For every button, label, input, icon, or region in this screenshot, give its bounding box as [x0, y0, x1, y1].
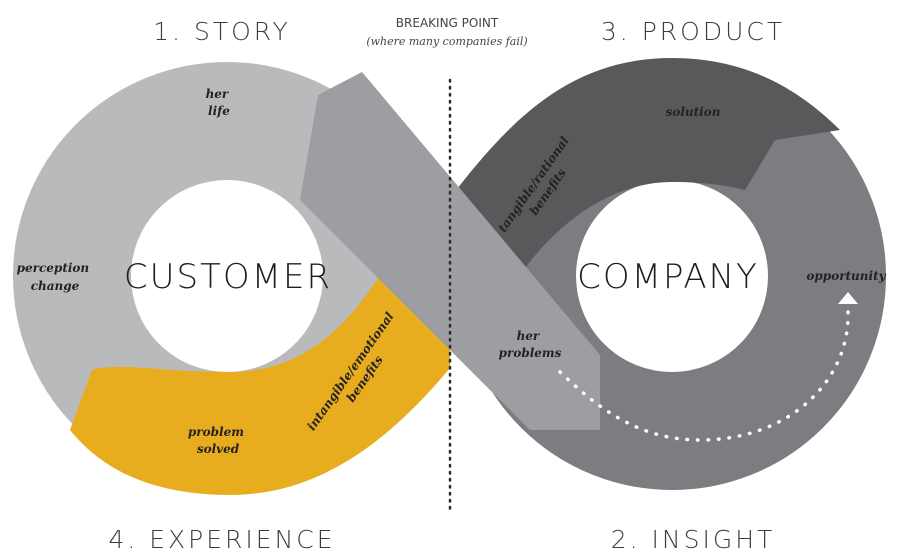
center-company: COMPANY — [577, 257, 759, 297]
stage-product: 3. PRODUCT — [601, 17, 785, 46]
label-problem-solved: problem solved — [188, 425, 248, 456]
crossing-band — [300, 72, 600, 430]
arrow-head-icon — [838, 292, 858, 304]
stage-story: 1. STORY — [153, 17, 291, 46]
stage-insight: 2. INSIGHT — [611, 525, 776, 554]
label-opportunity: opportunity — [806, 269, 886, 283]
opportunity-dotted-arrow — [558, 310, 850, 442]
label-solution: solution — [666, 105, 721, 119]
breaking-point-subtitle: (where many companies fail) — [366, 35, 527, 48]
label-perception-change: perception change — [17, 261, 94, 293]
stage-experience: 4. EXPERIENCE — [108, 525, 335, 554]
label-her-life: her life — [206, 87, 233, 118]
label-her-problems: her problems — [499, 329, 562, 360]
product-segment — [450, 58, 840, 275]
experience-segment — [70, 275, 450, 495]
breaking-point-title: BREAKING POINT — [396, 16, 499, 30]
center-customer: CUSTOMER — [124, 257, 332, 297]
